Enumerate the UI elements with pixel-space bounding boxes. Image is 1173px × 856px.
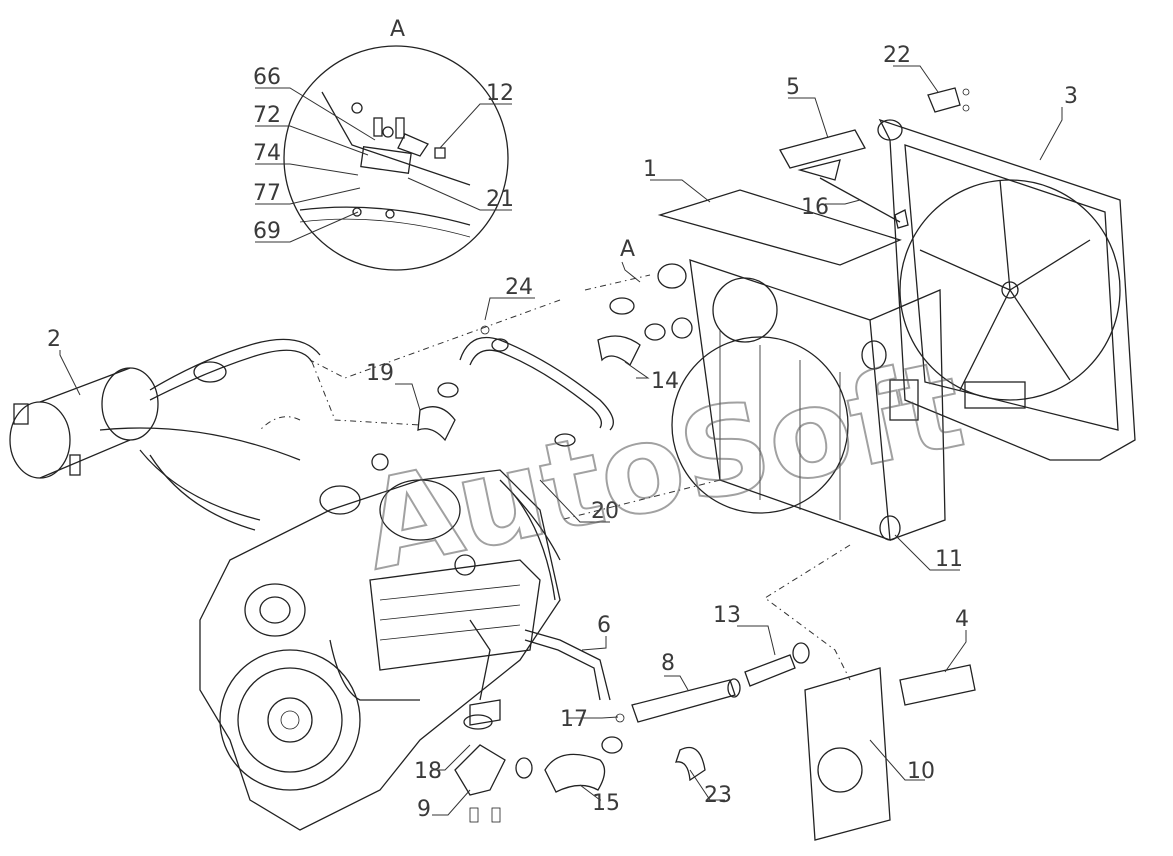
engine-assembly [199,453,561,831]
callout-9: 9 [417,797,431,822]
callout-24: 24 [505,275,533,300]
callout-12: 12 [486,81,514,106]
callout-13: 13 [713,603,741,628]
callout-20: 20 [591,499,619,524]
callout-66: 66 [253,65,281,90]
callout-2: 2 [47,327,61,352]
callout-69: 69 [253,219,281,244]
coolant-pipes [417,297,810,823]
callout-74: 74 [253,141,281,166]
detail-view-a: A [283,17,509,271]
callout-8: 8 [661,651,675,676]
callout-11: 11 [935,547,963,572]
fan-shroud [877,118,1136,461]
callout-19: 19 [366,361,394,386]
callout-1: 1 [643,157,657,182]
callout-22: 22 [883,43,911,68]
callout-17: 17 [560,707,588,732]
callout-14: 14 [651,369,679,394]
callout-10: 10 [907,759,935,784]
callout-15: 15 [592,791,620,816]
callout-23: 23 [704,783,732,808]
callout-16: 16 [801,195,829,220]
callout-77: 77 [253,181,281,206]
callout-18: 18 [414,759,442,784]
callout-6: 6 [597,613,611,638]
callout-21: 21 [486,187,514,212]
dashed-routing-lines [259,274,851,681]
callout-labels: 66 72 74 77 69 12 21 1 5 22 3 16 A 2 24 … [47,43,1078,822]
callout-a-marker: A [620,237,635,262]
callout-72: 72 [253,103,281,128]
radiator [657,189,946,541]
callout-4: 4 [955,607,969,632]
callout-5: 5 [786,75,800,100]
air-cleaner-assembly [9,338,321,531]
detail-view-title: A [390,17,405,42]
callout-3: 3 [1064,84,1078,109]
leader-lines [59,65,1063,816]
